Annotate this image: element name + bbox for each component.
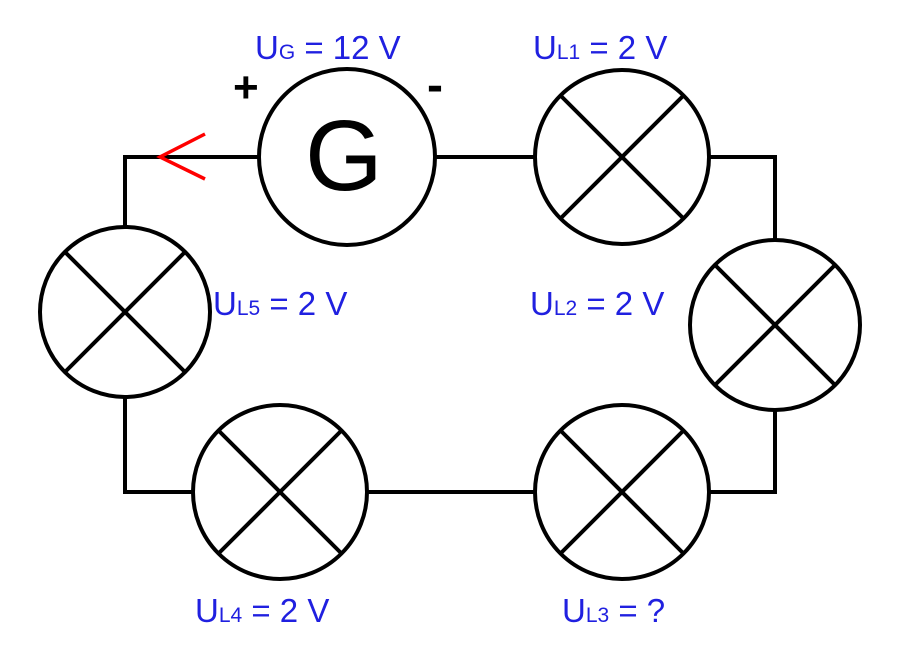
label-value: = 12 V <box>295 29 401 66</box>
lamp-L2 <box>688 238 862 412</box>
lamp-L3-voltage-label: UL3 = ? <box>562 594 665 627</box>
generator-negative-sign: - <box>427 59 443 112</box>
lamp-L4-cross-b <box>217 429 343 555</box>
lamp-L1 <box>533 68 711 246</box>
label-var: U <box>255 29 279 66</box>
lamp-L3 <box>533 403 711 581</box>
lamp-L5-cross-b <box>63 250 187 374</box>
label-value: = ? <box>609 592 666 629</box>
lamp-L5-voltage-label: UL5 = 2 V <box>213 287 347 320</box>
label-sub: G <box>278 41 296 64</box>
label-var: U <box>195 592 219 629</box>
generator-letter: G <box>305 100 383 212</box>
lamp-L1-voltage-label: UL1 = 2 V <box>533 31 667 64</box>
label-value: = 2 V <box>580 29 668 66</box>
label-var: U <box>213 285 237 322</box>
label-value: = 2 V <box>577 285 665 322</box>
lamp-L2-voltage-label: UL2 = 2 V <box>530 287 664 320</box>
label-value: = 2 V <box>242 592 330 629</box>
lamp-L1-cross-b <box>559 94 685 220</box>
lamp-L4-voltage-label: UL4 = 2 V <box>195 594 329 627</box>
lamp-L3-cross-b <box>559 429 685 555</box>
label-sub: L5 <box>236 297 261 320</box>
label-var: U <box>533 29 557 66</box>
lamp-L5 <box>38 225 212 399</box>
label-var: U <box>562 592 586 629</box>
generator-positive-sign: + <box>233 63 259 112</box>
red-arrow-left-icon <box>156 132 206 181</box>
generator-symbol <box>257 67 437 247</box>
label-sub: L2 <box>553 297 578 320</box>
generator-voltage-label: UG = 12 V <box>255 31 401 64</box>
label-sub: L4 <box>218 604 243 627</box>
label-value: = 2 V <box>260 285 348 322</box>
label-sub: L3 <box>585 604 610 627</box>
label-var: U <box>530 285 554 322</box>
lamp-L2-cross-b <box>713 263 837 387</box>
label-sub: L1 <box>556 41 581 64</box>
lamp-L4 <box>191 403 369 581</box>
wires <box>123 155 777 494</box>
